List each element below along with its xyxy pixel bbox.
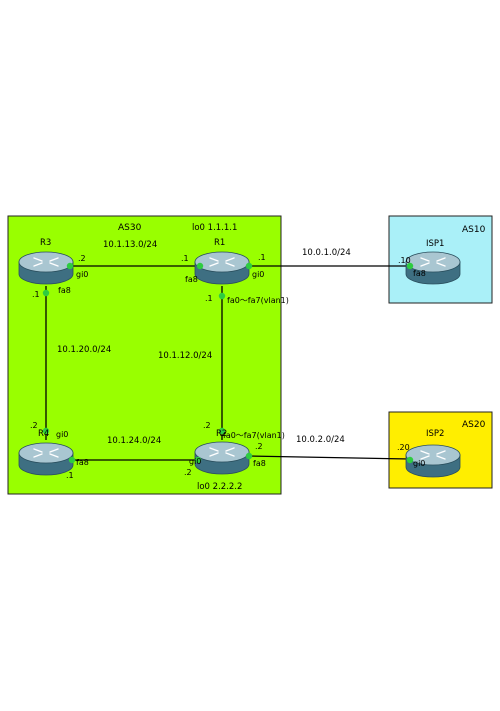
port-dot (406, 456, 414, 464)
r1-loopback: lo0 1.1.1.1 (192, 223, 237, 233)
subnet-r1-isp1: 10.0.1.0/24 (302, 248, 351, 258)
subnet-r3-r1: 10.1.13.0/24 (103, 240, 157, 250)
router-icon (194, 441, 250, 475)
as20-label: AS20 (462, 420, 486, 430)
r2-fa8-host: .2 (255, 442, 263, 451)
r3-name: R3 (40, 238, 51, 248)
port-dot (218, 292, 226, 300)
router-isp1[interactable] (405, 251, 461, 285)
isp2-name: ISP2 (426, 429, 444, 439)
port-dot (66, 262, 74, 270)
r1-name: R1 (214, 238, 225, 248)
router-r4[interactable] (18, 442, 74, 476)
r3-gi0-label: gi0 (76, 270, 88, 279)
r3-gi0-host: .2 (78, 254, 86, 263)
port-dot (245, 452, 253, 460)
r2-fa8-label: fa8 (253, 459, 266, 468)
port-dots (42, 262, 414, 464)
router-r1[interactable] (194, 251, 250, 285)
link-r2-isp2 (247, 455, 411, 460)
r2-gi0-label: gi0 (189, 457, 201, 466)
port-dot (406, 262, 414, 270)
port-dot (218, 427, 226, 435)
port-dot (42, 427, 50, 435)
router-icon (194, 251, 250, 285)
r1-fa-range-host: .1 (205, 294, 213, 303)
r2-gi0-host: .2 (184, 468, 192, 477)
port-dot (42, 289, 50, 297)
r4-fa8-host: .1 (66, 471, 74, 480)
subnet-r1-r2: 10.1.12.0/24 (158, 351, 212, 361)
router-icon (18, 442, 74, 476)
r4-gi0-host: .2 (30, 421, 38, 430)
links (45, 265, 411, 461)
r4-fa8-label: fa8 (76, 458, 89, 467)
r3-fa8-host: .1 (32, 290, 40, 299)
as10-label: AS10 (462, 225, 486, 235)
isp1-fa8-label: fa8 (413, 269, 426, 278)
as30-label: AS30 (118, 223, 142, 233)
r4-gi0-label: gi0 (56, 430, 68, 439)
isp1-name: ISP1 (426, 239, 444, 249)
router-r3[interactable] (18, 251, 74, 285)
port-labels: .2 gi0 .1 fa8 .1 fa8 .1 gi0 .1 fa0～fa7(v… (30, 253, 426, 480)
isp2-host: .20 (397, 443, 410, 452)
port-dot (245, 262, 253, 270)
router-r2[interactable] (194, 441, 250, 475)
r2-loopback: lo0 2.2.2.2 (197, 482, 242, 492)
subnet-r4-r2: 10.1.24.0/24 (107, 436, 161, 446)
r1-gi0-host: .1 (258, 253, 266, 262)
r1-fa-range-label: fa0～fa7(vlan1) (227, 296, 289, 305)
r4-name: R4 (38, 429, 49, 439)
isp2-gi0-label: gi0 (413, 459, 425, 468)
r2-fa-range-label: fa0～fa7(vlan1) (223, 431, 285, 440)
r1-gi0-label: gi0 (252, 270, 264, 279)
port-dot (68, 456, 76, 464)
router-icon (18, 251, 74, 285)
router-icon (405, 251, 461, 285)
r1-fa8-host: .1 (181, 254, 189, 263)
subnet-r3-r4: 10.1.20.0/24 (57, 345, 111, 355)
r2-name: R2 (216, 429, 227, 439)
port-dot (196, 262, 204, 270)
port-dot (194, 456, 202, 464)
r2-fa-range-host: .2 (203, 421, 211, 430)
r3-fa8-label: fa8 (58, 286, 71, 295)
r1-fa8-label: fa8 (185, 275, 198, 284)
subnet-r2-isp2: 10.0.2.0/24 (296, 435, 345, 445)
isp1-host: .10 (398, 256, 411, 265)
